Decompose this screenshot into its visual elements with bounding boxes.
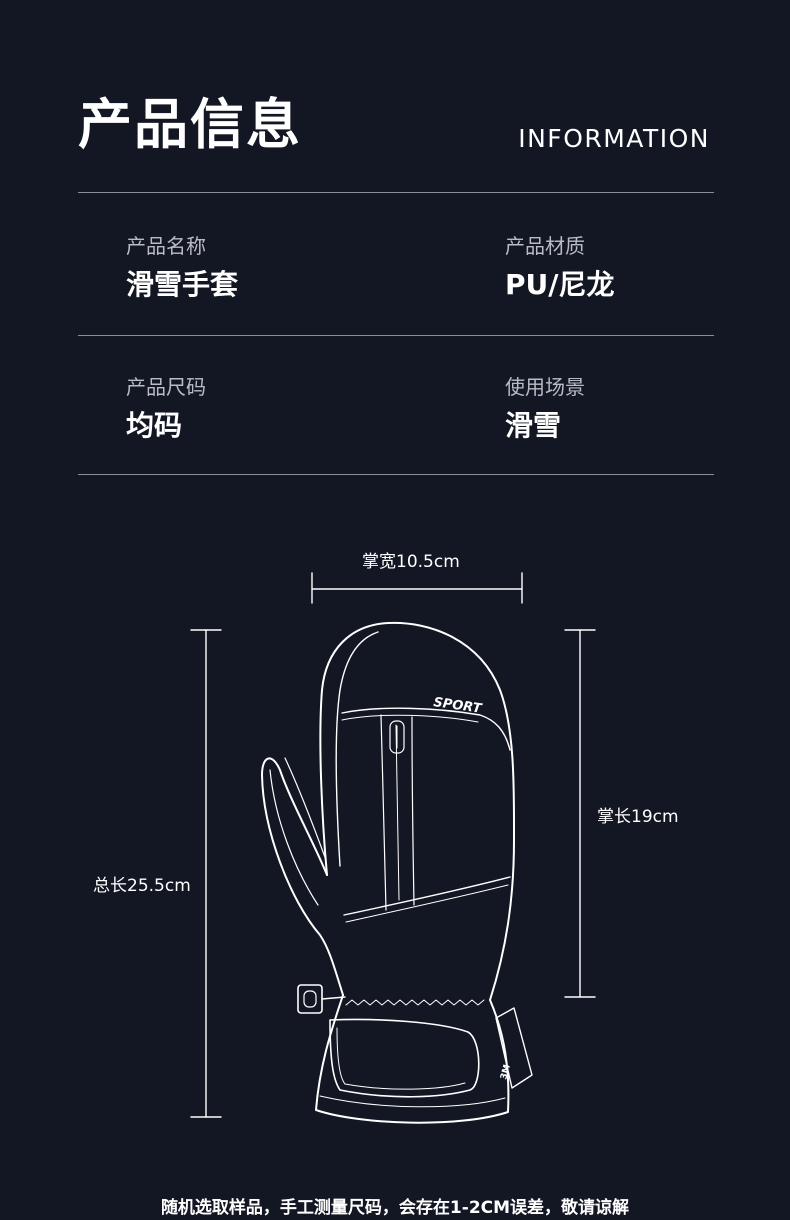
glove-brand-text: SPORT [432, 695, 483, 717]
page-subtitle: INFORMATION [518, 124, 710, 153]
total-length-label: 总长25.5cm [93, 876, 191, 896]
measurement-note: 随机选取样品，手工测量尺码，会存在1-2CM误差，敬请谅解 [160, 1198, 630, 1218]
info-label-size: 产品尺码 [126, 375, 206, 399]
divider-middle [78, 335, 714, 336]
info-value-product-name: 滑雪手套 [126, 268, 239, 301]
palm-length-label: 掌长19cm [597, 807, 679, 827]
total-length-dimension-line [190, 629, 222, 1118]
info-value-material: PU/尼龙 [505, 268, 615, 301]
divider-top [78, 192, 714, 193]
page-title: 产品信息 [78, 93, 302, 156]
glove-tag-text: 3M [499, 1063, 513, 1080]
info-label-product-name: 产品名称 [126, 234, 206, 258]
palm-width-dimension-line [311, 572, 523, 604]
info-value-size: 均码 [126, 409, 183, 442]
divider-bottom [78, 474, 714, 475]
info-label-usage: 使用场景 [505, 375, 585, 399]
palm-length-dimension-line [564, 629, 596, 998]
info-value-usage: 滑雪 [505, 409, 562, 442]
glove-outline [261, 621, 533, 1124]
palm-width-label: 掌宽10.5cm [362, 552, 460, 572]
info-label-material: 产品材质 [505, 234, 585, 258]
